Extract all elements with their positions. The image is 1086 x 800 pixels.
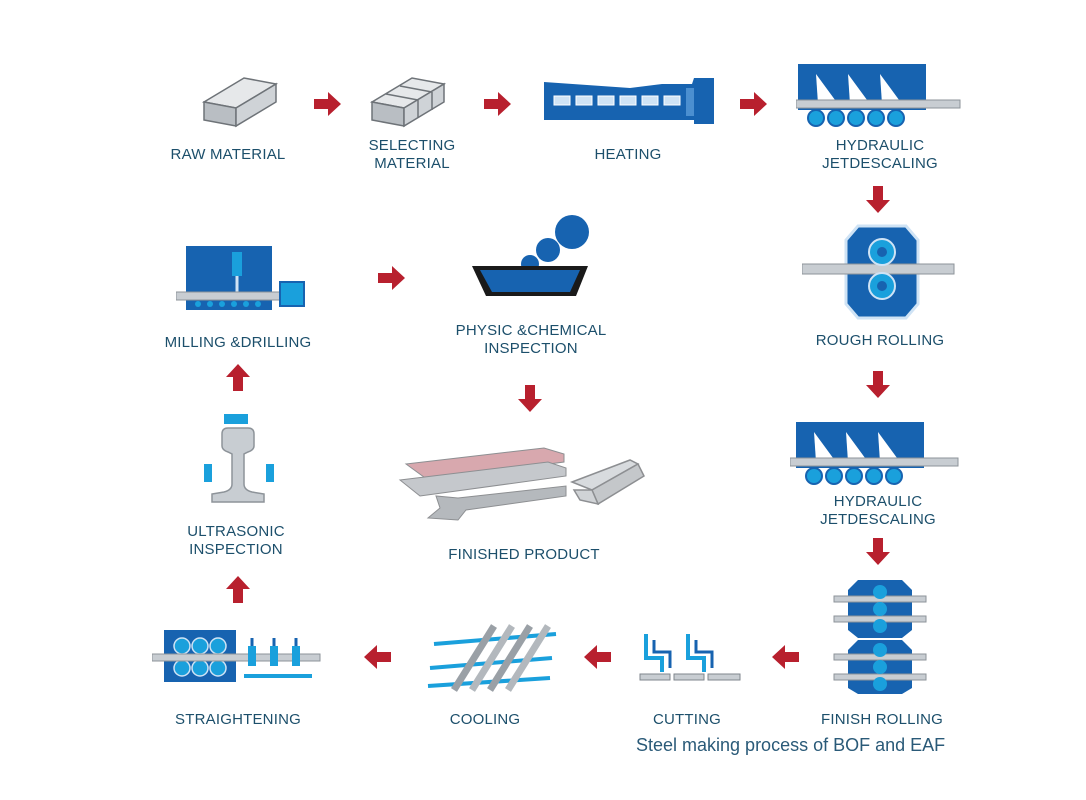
step-cutting: CUTTING [653, 711, 721, 729]
step-finished-product: FINISHED PRODUCT [448, 546, 600, 564]
step-label: MATERIAL [374, 155, 450, 172]
diagram-caption: Steel making process of BOF and EAF [636, 735, 946, 755]
arrow-raw-to-selecting [314, 92, 341, 116]
step-label: INSPECTION [189, 541, 283, 558]
arrow-descaling-to-rough [866, 186, 890, 213]
step-ultrasonic-inspection: ULTRASONIC INSPECTION [187, 523, 285, 559]
arrow-milling-to-physic [378, 266, 405, 290]
step-label: JETDESCALING [820, 511, 936, 528]
arrow-ultrasonic-to-milling [226, 364, 250, 391]
step-label: HYDRAULIC [833, 493, 923, 510]
step-straightening: STRAIGHTENING [175, 711, 301, 729]
selecting-material-illustration [369, 77, 447, 128]
step-label: ULTRASONIC [187, 523, 285, 540]
step-label: PHYSIC &CHEMICAL [455, 322, 607, 339]
straightening-illustration [152, 630, 321, 682]
step-label: HYDRAULIC [835, 137, 925, 154]
step-cooling: COOLING [450, 711, 521, 729]
arrow-cutting-to-cooling [584, 645, 611, 669]
hydraulic-descaling-2-illustration [790, 422, 959, 485]
finish-rolling-illustration [833, 580, 927, 694]
arrow-finish-to-cutting [772, 645, 799, 669]
step-finish-rolling: FINISH ROLLING [821, 711, 943, 729]
step-label: HEATING [594, 146, 662, 163]
step-heating: HEATING [595, 146, 662, 164]
step-label: STRAIGHTENING [175, 711, 301, 728]
arrow-rough-to-descaling [866, 371, 890, 398]
heating-furnace-illustration [544, 78, 714, 124]
ultrasonic-inspection-illustration [204, 414, 274, 503]
step-raw-material: RAW MATERIAL [171, 146, 286, 164]
step-milling-drilling: MILLING &DRILLING [165, 334, 312, 352]
arrow-physic-to-finished [518, 385, 542, 412]
step-label: INSPECTION [484, 340, 578, 357]
raw-material-illustration [201, 77, 279, 128]
step-label: MILLING &DRILLING [164, 334, 312, 351]
arrow-descaling-to-finish [866, 538, 890, 565]
hydraulic-descaling-illustration [796, 64, 961, 127]
step-label: CUTTING [652, 711, 722, 728]
step-physic-chemical-inspection: PHYSIC &CHEMICAL INSPECTION [456, 322, 607, 358]
step-label: COOLING [449, 711, 521, 728]
arrow-selecting-to-heating [484, 92, 511, 116]
arrow-straightening-to-ultrasonic [226, 576, 250, 603]
milling-drilling-illustration [176, 246, 305, 310]
step-rough-rolling: ROUGH ROLLING [816, 332, 944, 350]
finished-product-illustration [398, 447, 645, 521]
cooling-bed-illustration [427, 624, 557, 692]
step-label: FINISHED PRODUCT [448, 546, 600, 563]
step-label: ROUGH ROLLING [815, 332, 945, 349]
step-hydraulic-jetdescaling-2: HYDRAULIC JETDESCALING [820, 493, 936, 529]
step-label: RAW MATERIAL [170, 146, 286, 163]
step-selecting-material: SELECTING MATERIAL [369, 137, 456, 173]
step-label: FINISH ROLLING [821, 711, 943, 728]
arrow-heating-to-descaling [740, 92, 767, 116]
rough-rolling-illustration [802, 224, 955, 320]
step-label: SELECTING [368, 137, 456, 154]
arrow-cooling-to-straightening [364, 645, 391, 669]
physic-chemical-inspection-illustration [472, 215, 589, 296]
step-label: JETDESCALING [822, 155, 938, 172]
cutting-illustration [639, 634, 741, 681]
step-hydraulic-jetdescaling-1: HYDRAULIC JETDESCALING [822, 137, 938, 173]
